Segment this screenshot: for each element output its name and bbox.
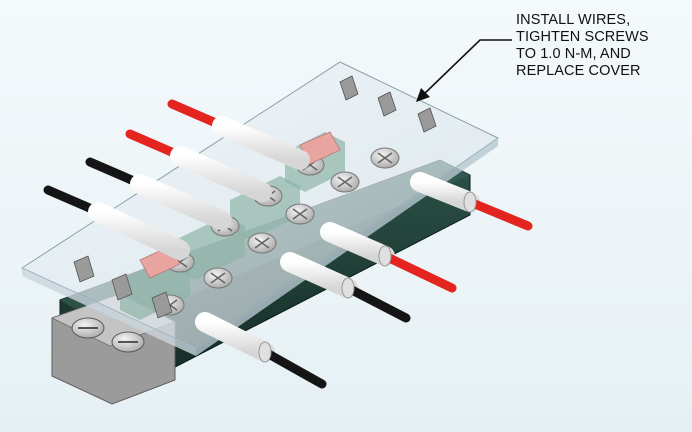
- screw-slot: [78, 327, 138, 343]
- wire-red-2: [125, 129, 457, 293]
- wire-black-1-sleeve-right: [280, 252, 358, 298]
- cover-latches-bottom: [73, 255, 173, 319]
- wire-black-1: [85, 157, 411, 323]
- sleeve-end: [378, 245, 392, 267]
- wire-red-1: [167, 99, 533, 231]
- wire-red-2-sleeve-right: [320, 222, 395, 266]
- wire-black-1-sleeve: [130, 174, 232, 230]
- wire-red-1-right: [465, 197, 533, 231]
- wire-black-2-sleeve: [88, 202, 190, 260]
- callout-arrow-icon: [416, 88, 430, 102]
- cover-latches-top: [339, 75, 437, 133]
- clear-cover-edge: [22, 268, 196, 356]
- latch-tab: [339, 75, 359, 101]
- wire-red-2-right: [380, 251, 457, 293]
- wire-red-1-sleeve-right: [410, 172, 480, 212]
- latch-tab: [377, 91, 397, 117]
- sleeve-end: [341, 277, 355, 299]
- sleeve-end: [463, 191, 477, 213]
- callout-text: INSTALL WIRES, TIGHTEN SCREWS TO 1.0 N-M…: [516, 12, 649, 80]
- wire-black-1-right: [343, 283, 411, 323]
- wire-red-1-sleeve: [212, 116, 310, 170]
- latch-tab: [151, 291, 173, 319]
- callout-leader-line: [421, 39, 512, 97]
- wire-black-2-sleeve-right: [195, 312, 275, 362]
- callout-line-2: TIGHTEN SCREWS: [516, 29, 649, 45]
- callout-line-1: INSTALL WIRES,: [516, 12, 631, 28]
- wire-red-2-sleeve: [170, 146, 272, 202]
- callout-line-3: TO 1.0 N-M, AND: [516, 46, 631, 62]
- latch-tab: [73, 255, 95, 283]
- wire-black-2-right: [260, 347, 327, 389]
- latch-tab: [111, 273, 133, 301]
- sleeve-end: [258, 341, 272, 363]
- wire-black-2: [43, 185, 327, 389]
- callout-line-4: REPLACE COVER: [516, 63, 641, 79]
- latch-tab: [417, 107, 437, 133]
